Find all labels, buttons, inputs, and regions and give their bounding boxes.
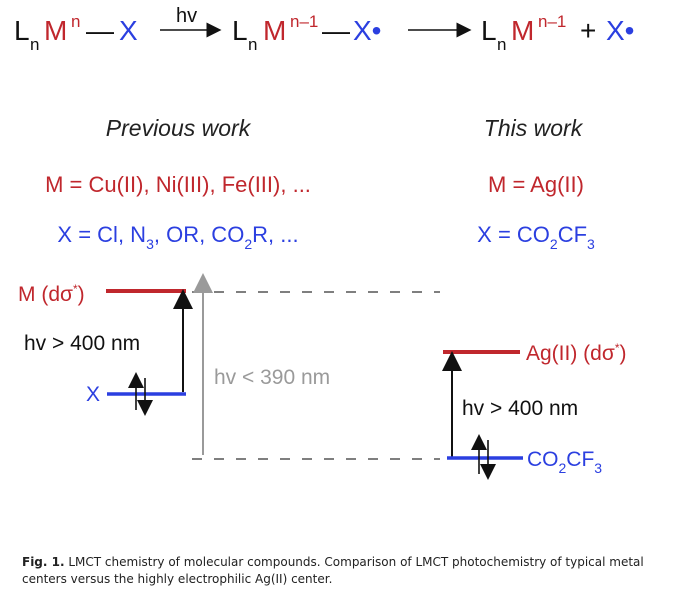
scheme-l-1: L	[14, 15, 30, 46]
scheme-m-1: M	[44, 15, 67, 46]
previous-work-heading: Previous work	[106, 115, 252, 141]
left-gray-label: hv < 390 nm	[214, 366, 330, 389]
left-hv-label: hv > 400 nm	[24, 332, 140, 355]
scheme-m-sup-2: n–1	[290, 12, 318, 31]
scheme-m-sup-3: n–1	[538, 12, 566, 31]
scheme-m-3: M	[511, 15, 534, 46]
scheme-m-2: M	[263, 15, 286, 46]
right-ligand-level-label: CO2CF3	[527, 448, 602, 476]
scheme-l-3: L	[481, 15, 497, 46]
scheme-m-sup-1: n	[71, 12, 80, 31]
right-ag-level-label: Ag(II) (dσ*)	[526, 341, 626, 365]
scheme-n-sub-2: n	[248, 35, 257, 54]
this-metals: M = Ag(II)	[488, 172, 584, 197]
scheme-n-sub-1: n	[30, 35, 39, 54]
left-energy-diagram: M (dσ*) hv > 400 nm X hv < 390 nm	[18, 273, 440, 460]
caption-text: LMCT chemistry of molecular compounds. C…	[22, 555, 644, 586]
this-work-heading: This work	[484, 115, 584, 141]
scheme-hv-label: hv	[176, 5, 197, 27]
this-ligands: X = CO2CF3	[477, 222, 595, 252]
figure-caption: Fig. 1. LMCT chemistry of molecular comp…	[22, 554, 652, 588]
right-energy-diagram: Ag(II) (dσ*) hv > 400 nm CO2CF3	[442, 341, 626, 480]
scheme-plus: +	[580, 15, 596, 46]
scheme-l-2: L	[232, 15, 248, 46]
caption-label: Fig. 1.	[22, 555, 65, 569]
scheme-dash-1: —	[86, 15, 114, 46]
previous-metals: M = Cu(II), Ni(III), Fe(III), ...	[45, 172, 311, 197]
right-hv-label: hv > 400 nm	[462, 397, 578, 420]
scheme-dash-2: —	[322, 15, 350, 46]
previous-ligands: X = Cl, N3, OR, CO2R, ...	[57, 222, 298, 252]
scheme-xrad-1: X•	[353, 15, 381, 46]
reaction-scheme: L n M n — X hv L n M n–1 — X• L n M n–1 …	[14, 5, 634, 54]
left-metal-level-label: M (dσ*)	[18, 282, 85, 306]
scheme-x-1: X	[119, 15, 138, 46]
scheme-n-sub-3: n	[497, 35, 506, 54]
scheme-xrad-2: X•	[606, 15, 634, 46]
left-x-level-label: X	[86, 383, 100, 406]
